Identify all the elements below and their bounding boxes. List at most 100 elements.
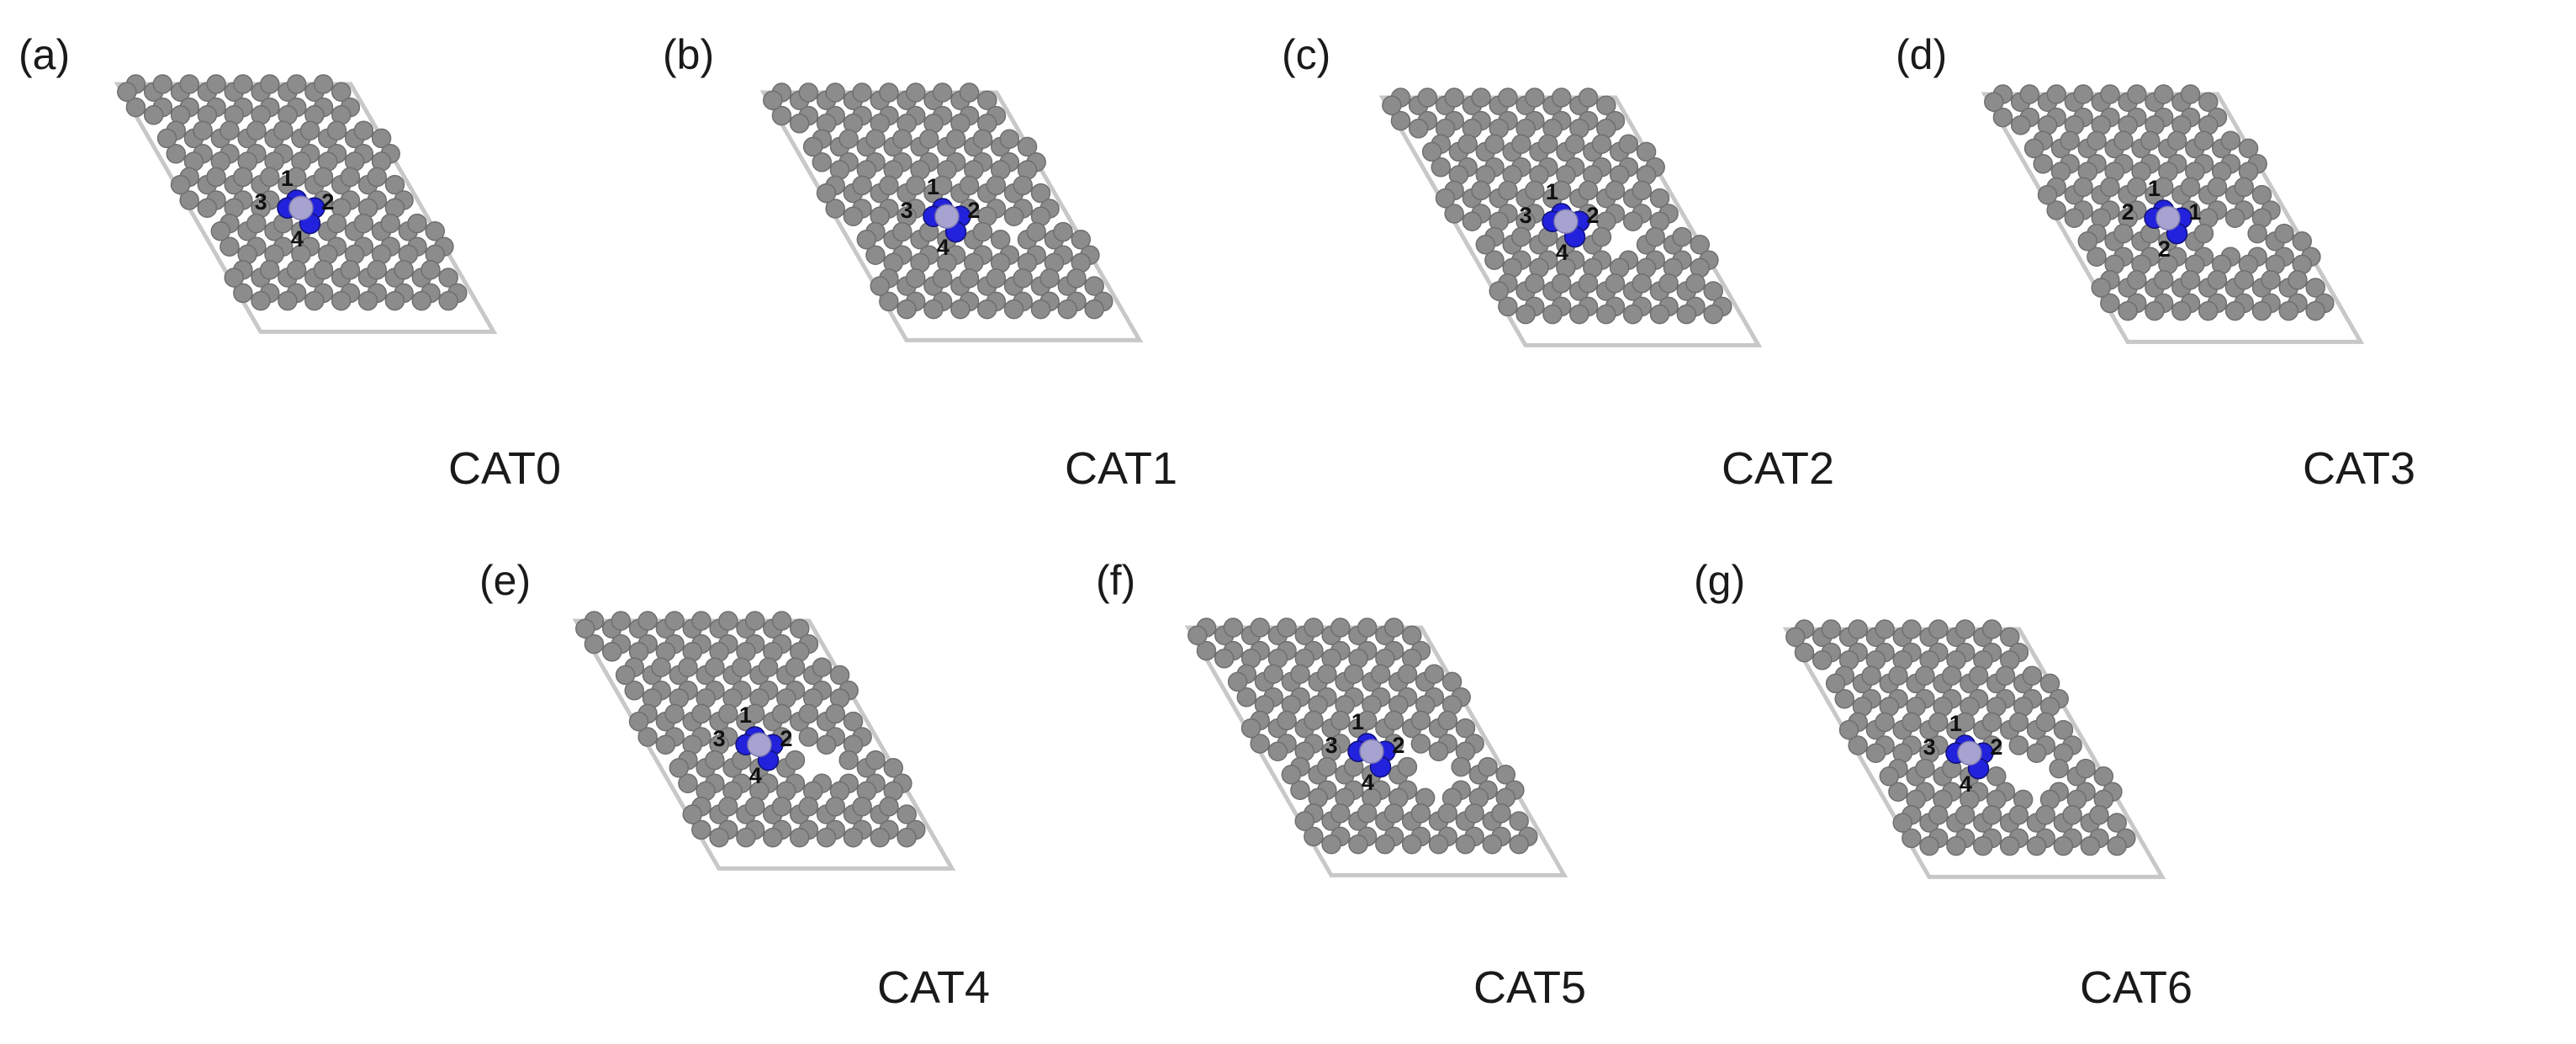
carbon-atom [1484,134,1505,154]
carbon-atom [1509,811,1529,831]
carbon-atom [1039,268,1060,289]
carbon-atom [2010,115,2031,135]
carbon-atom [691,611,711,631]
nitrogen-label: 4 [1362,770,1374,795]
metal-atom [2155,205,2181,231]
carbon-atom [2053,835,2074,856]
carbon-atom [1794,642,1815,663]
carbon-atom [1569,304,1590,325]
carbon-atom [1537,134,1558,154]
carbon-atom [601,642,622,662]
carbon-atom [2080,835,2101,856]
carbon-atom [1408,119,1429,139]
carbon-atom [1941,665,1962,686]
carbon-atom [210,221,231,241]
carbon-atom [2193,223,2214,244]
carbon-atom [1281,765,1302,785]
carbon-atom [1986,766,2007,787]
carbon-atom [2292,231,2313,252]
panel-caption: CAT4 [876,962,991,1013]
carbon-atom [1622,211,1643,231]
carbon-atom [1632,180,1652,201]
carbon-atom [2166,130,2187,151]
carbon-atom [1410,734,1431,754]
carbon-atom [999,129,1020,149]
carbon-atom [1290,780,1310,800]
nitrogen-label: 2 [967,198,980,223]
carbon-atom [2171,300,2192,321]
nitrogen-label: 2 [1586,203,1599,228]
carbon-atom [260,167,280,188]
carbon-atom [1879,766,1900,787]
carbon-atom [1030,183,1051,204]
carbon-atom [1187,625,1208,645]
carbon-atom [1834,689,1854,709]
carbon-atom [1915,758,1935,779]
nitrogen-label: 1 [281,166,294,191]
carbon-atom [1928,712,1949,733]
carbon-atom [331,82,352,102]
carbon-atom [2251,300,2272,321]
carbon-atom [1428,741,1449,761]
carbon-atom [812,657,833,677]
carbon-atom [299,120,320,140]
carbon-atom [825,797,845,817]
carbon-atom [856,230,877,250]
carbon-atom [1981,619,2002,639]
carbon-atom [959,175,980,196]
carbon-atom [2053,719,2074,740]
carbon-atom [879,797,899,817]
carbon-atom [2073,84,2093,104]
carbon-atom [260,74,280,94]
carbon-atom [1017,136,1038,157]
carbon-atom [2153,177,2174,198]
panel-caption: CAT2 [1721,443,1835,494]
carbon-atom [1263,664,1283,684]
carbon-atom [879,291,899,312]
carbon-atom [1919,835,1939,856]
carbon-atom [2008,735,2029,755]
carbon-atom [2251,184,2272,205]
carbon-atom [2207,177,2228,198]
carbon-atom [2022,665,2043,686]
carbon-atom [1383,617,1404,638]
carbon-atom [1317,664,1337,684]
carbon-atom [798,703,819,724]
carbon-atom [2180,177,2201,198]
carbon-atom [637,611,658,631]
carbon-atom [1250,734,1270,754]
carbon-atom [1954,712,1976,733]
carbon-atom [2153,270,2174,290]
carbon-atom [892,129,912,149]
carbon-atom [1825,673,1846,694]
carbon-atom [790,618,810,639]
carbon-atom [1676,304,1697,325]
carbon-atom [976,299,997,320]
carbon-atom [1888,782,1908,802]
carbon-atom [272,120,294,140]
carbon-atom [2008,805,2029,825]
metal-atom [1957,740,1982,766]
carbon-atom [1444,87,1464,108]
carbon-atom [709,827,729,848]
carbon-atom [1462,211,1483,231]
carbon-atom [380,213,400,234]
carbon-atom [125,97,146,118]
nitrogen-label: 2 [2122,199,2134,225]
carbon-atom [615,665,636,686]
carbon-atom [371,128,392,149]
carbon-atom [771,105,792,126]
carbon-atom [1848,735,1868,755]
carbon-atom [438,290,458,311]
carbon-atom [1357,803,1378,824]
carbon-atom [1441,671,1463,692]
carbon-atom [1471,87,1491,108]
carbon-atom [411,290,432,311]
carbon-atom [705,657,725,677]
nitrogen-label: 1 [1949,711,1962,736]
carbon-atom [1658,273,1679,294]
carbon-atom [785,657,806,677]
carbon-atom [2207,270,2228,290]
